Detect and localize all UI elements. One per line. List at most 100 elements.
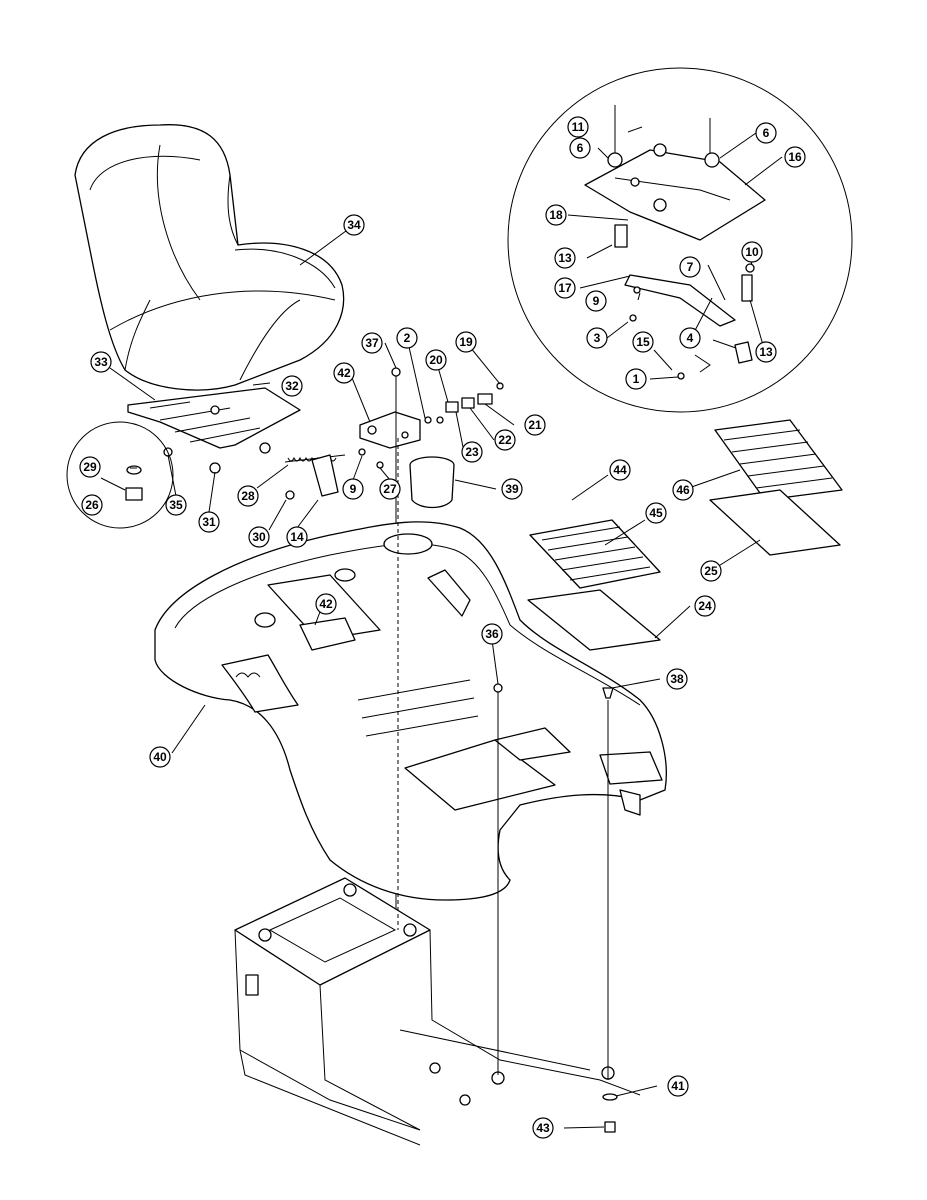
svg-text:18: 18 [549,208,563,222]
svg-text:34: 34 [347,218,361,232]
seat-bracket [127,387,301,474]
svg-text:6: 6 [763,126,770,140]
callout-14[interactable]: 14 [286,526,308,548]
bottom-hardware [602,1093,618,1133]
callouts: 34 33 32 29 26 35 31 28 30 14 9 27 37 2 … [79,116,806,1139]
callout-25[interactable]: 25 [700,560,722,582]
svg-text:4: 4 [687,331,694,345]
callout-19[interactable]: 19 [455,331,477,353]
svg-text:21: 21 [528,418,542,432]
svg-text:22: 22 [498,433,512,447]
callout-38[interactable]: 38 [666,668,688,690]
svg-text:25: 25 [704,564,718,578]
svg-text:36: 36 [485,627,499,641]
callout-45[interactable]: 45 [645,502,667,524]
callout-35[interactable]: 35 [165,494,187,516]
svg-text:38: 38 [670,672,684,686]
svg-text:43: 43 [536,1121,550,1135]
svg-text:2: 2 [404,331,411,345]
svg-text:1: 1 [633,372,640,386]
callout-32[interactable]: 32 [281,375,303,397]
svg-text:40: 40 [153,750,167,764]
detail-circle-small [66,421,174,529]
callout-4[interactable]: 4 [679,327,701,349]
svg-text:30: 30 [252,530,266,544]
callout-26[interactable]: 26 [81,494,103,516]
callout-23[interactable]: 23 [461,441,483,463]
seat [74,124,345,391]
svg-text:17: 17 [558,281,572,295]
callout-44[interactable]: 44 [609,459,631,481]
callout-27[interactable]: 27 [379,478,401,500]
callout-36[interactable]: 36 [481,623,503,645]
svg-text:32: 32 [285,379,299,393]
svg-text:13: 13 [558,251,572,265]
callout-37[interactable]: 37 [361,332,383,354]
callout-9-detail[interactable]: 9 [585,290,607,312]
fender [154,521,667,901]
callout-41[interactable]: 41 [667,1075,689,1097]
callout-42-upper[interactable]: 42 [333,362,355,384]
callout-29[interactable]: 29 [79,456,101,478]
callout-24[interactable]: 24 [694,595,716,617]
svg-text:11: 11 [572,120,585,134]
callout-43[interactable]: 43 [532,1117,554,1139]
svg-text:14: 14 [290,530,304,544]
callout-21[interactable]: 21 [524,414,546,436]
callout-9-left[interactable]: 9 [342,478,364,500]
svg-text:6: 6 [577,141,584,155]
floor-mats [527,489,841,651]
svg-text:41: 41 [671,1079,685,1093]
svg-text:10: 10 [745,245,759,259]
svg-text:7: 7 [687,260,694,274]
callout-15[interactable]: 15 [632,331,654,353]
leader-lines [100,126,783,1129]
callout-11[interactable]: 11 [567,116,589,138]
svg-text:9: 9 [350,482,357,496]
callout-40[interactable]: 40 [149,746,171,768]
pivot-hardware [436,382,504,424]
cup-holder [409,456,455,509]
callout-30[interactable]: 30 [248,526,270,548]
callout-28[interactable]: 28 [237,485,259,507]
svg-text:15: 15 [636,335,650,349]
callout-13-right[interactable]: 13 [755,341,777,363]
svg-text:23: 23 [465,445,479,459]
svg-text:35: 35 [169,498,183,512]
callout-16[interactable]: 16 [784,146,806,168]
svg-text:45: 45 [649,506,663,520]
callout-20[interactable]: 20 [425,349,447,371]
callout-33[interactable]: 33 [90,351,112,373]
callout-17[interactable]: 17 [554,277,576,299]
detail-circle-large [507,67,853,413]
right-footrest [714,419,843,501]
callout-42-lower[interactable]: 42 [315,593,337,615]
frame [234,877,641,1146]
callout-6-right[interactable]: 6 [755,122,777,144]
callout-10[interactable]: 10 [741,241,763,263]
callout-3[interactable]: 3 [586,327,608,349]
callout-2[interactable]: 2 [396,327,418,349]
callout-7[interactable]: 7 [679,256,701,278]
svg-text:46: 46 [676,483,690,497]
left-footrest [529,519,661,589]
svg-text:44: 44 [613,463,627,477]
callout-6-left[interactable]: 6 [569,137,591,159]
svg-text:3: 3 [594,331,601,345]
svg-text:29: 29 [83,460,97,474]
svg-text:42: 42 [319,597,333,611]
callout-18[interactable]: 18 [545,204,567,226]
callout-13-left[interactable]: 13 [554,247,576,269]
callout-39[interactable]: 39 [501,478,523,500]
svg-text:26: 26 [85,498,99,512]
spring-latch [284,454,346,500]
callout-1[interactable]: 1 [625,368,647,390]
svg-text:9: 9 [593,294,600,308]
callout-46[interactable]: 46 [672,479,694,501]
svg-text:27: 27 [383,482,397,496]
callout-22[interactable]: 22 [494,429,516,451]
svg-text:16: 16 [788,150,802,164]
callout-34[interactable]: 34 [343,214,365,236]
callout-31[interactable]: 31 [198,511,220,533]
